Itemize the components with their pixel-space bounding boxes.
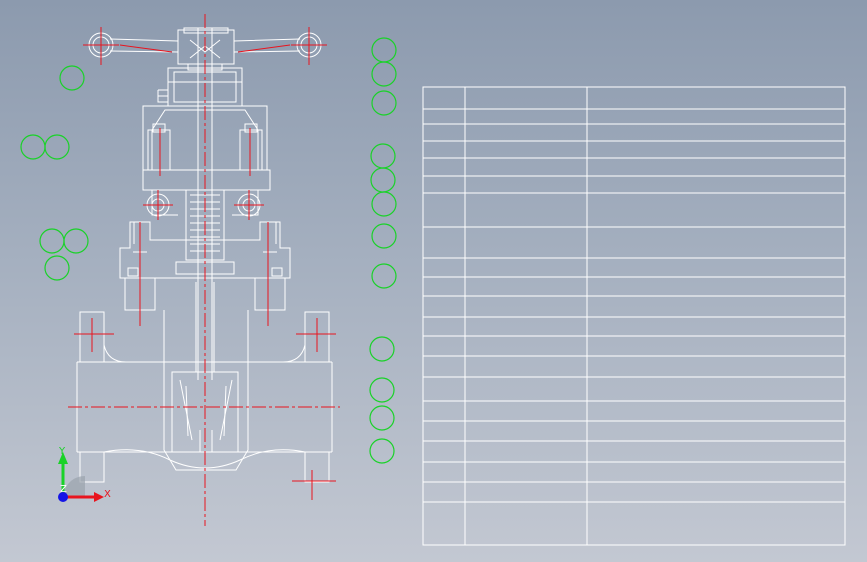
balloon: [44, 134, 70, 160]
balloon-callouts: [20, 37, 397, 464]
balloon: [370, 167, 396, 193]
balloon: [44, 255, 70, 281]
balloon: [63, 228, 89, 254]
bonnet-bolts: [139, 128, 269, 326]
axis-x-label: X: [104, 489, 111, 500]
balloon: [369, 405, 395, 431]
coordinate-axis-triad[interactable]: Y X Z: [58, 446, 111, 502]
balloon: [371, 191, 397, 217]
yoke-nut: [157, 63, 243, 107]
balloon: [371, 223, 397, 249]
balloon: [59, 65, 85, 91]
parts-list-table: [422, 86, 846, 546]
table-rows: [423, 108, 845, 503]
balloon: [371, 61, 397, 87]
triad-plane-icon: [63, 476, 85, 498]
yoke: [142, 105, 271, 220]
balloon: [371, 90, 397, 116]
balloon: [369, 438, 395, 464]
axis-z-label: Z: [60, 484, 67, 495]
balloon: [369, 336, 395, 362]
balloon: [370, 143, 396, 169]
balloon: [369, 377, 395, 403]
z-axis-dot-icon: [58, 492, 68, 502]
centerlines: [68, 14, 340, 526]
balloon: [20, 134, 46, 160]
balloon: [371, 263, 397, 289]
balloon: [39, 228, 65, 254]
gate-valve-drawing: [68, 14, 340, 526]
axis-y-label: Y: [58, 446, 66, 457]
balloon: [371, 37, 397, 63]
